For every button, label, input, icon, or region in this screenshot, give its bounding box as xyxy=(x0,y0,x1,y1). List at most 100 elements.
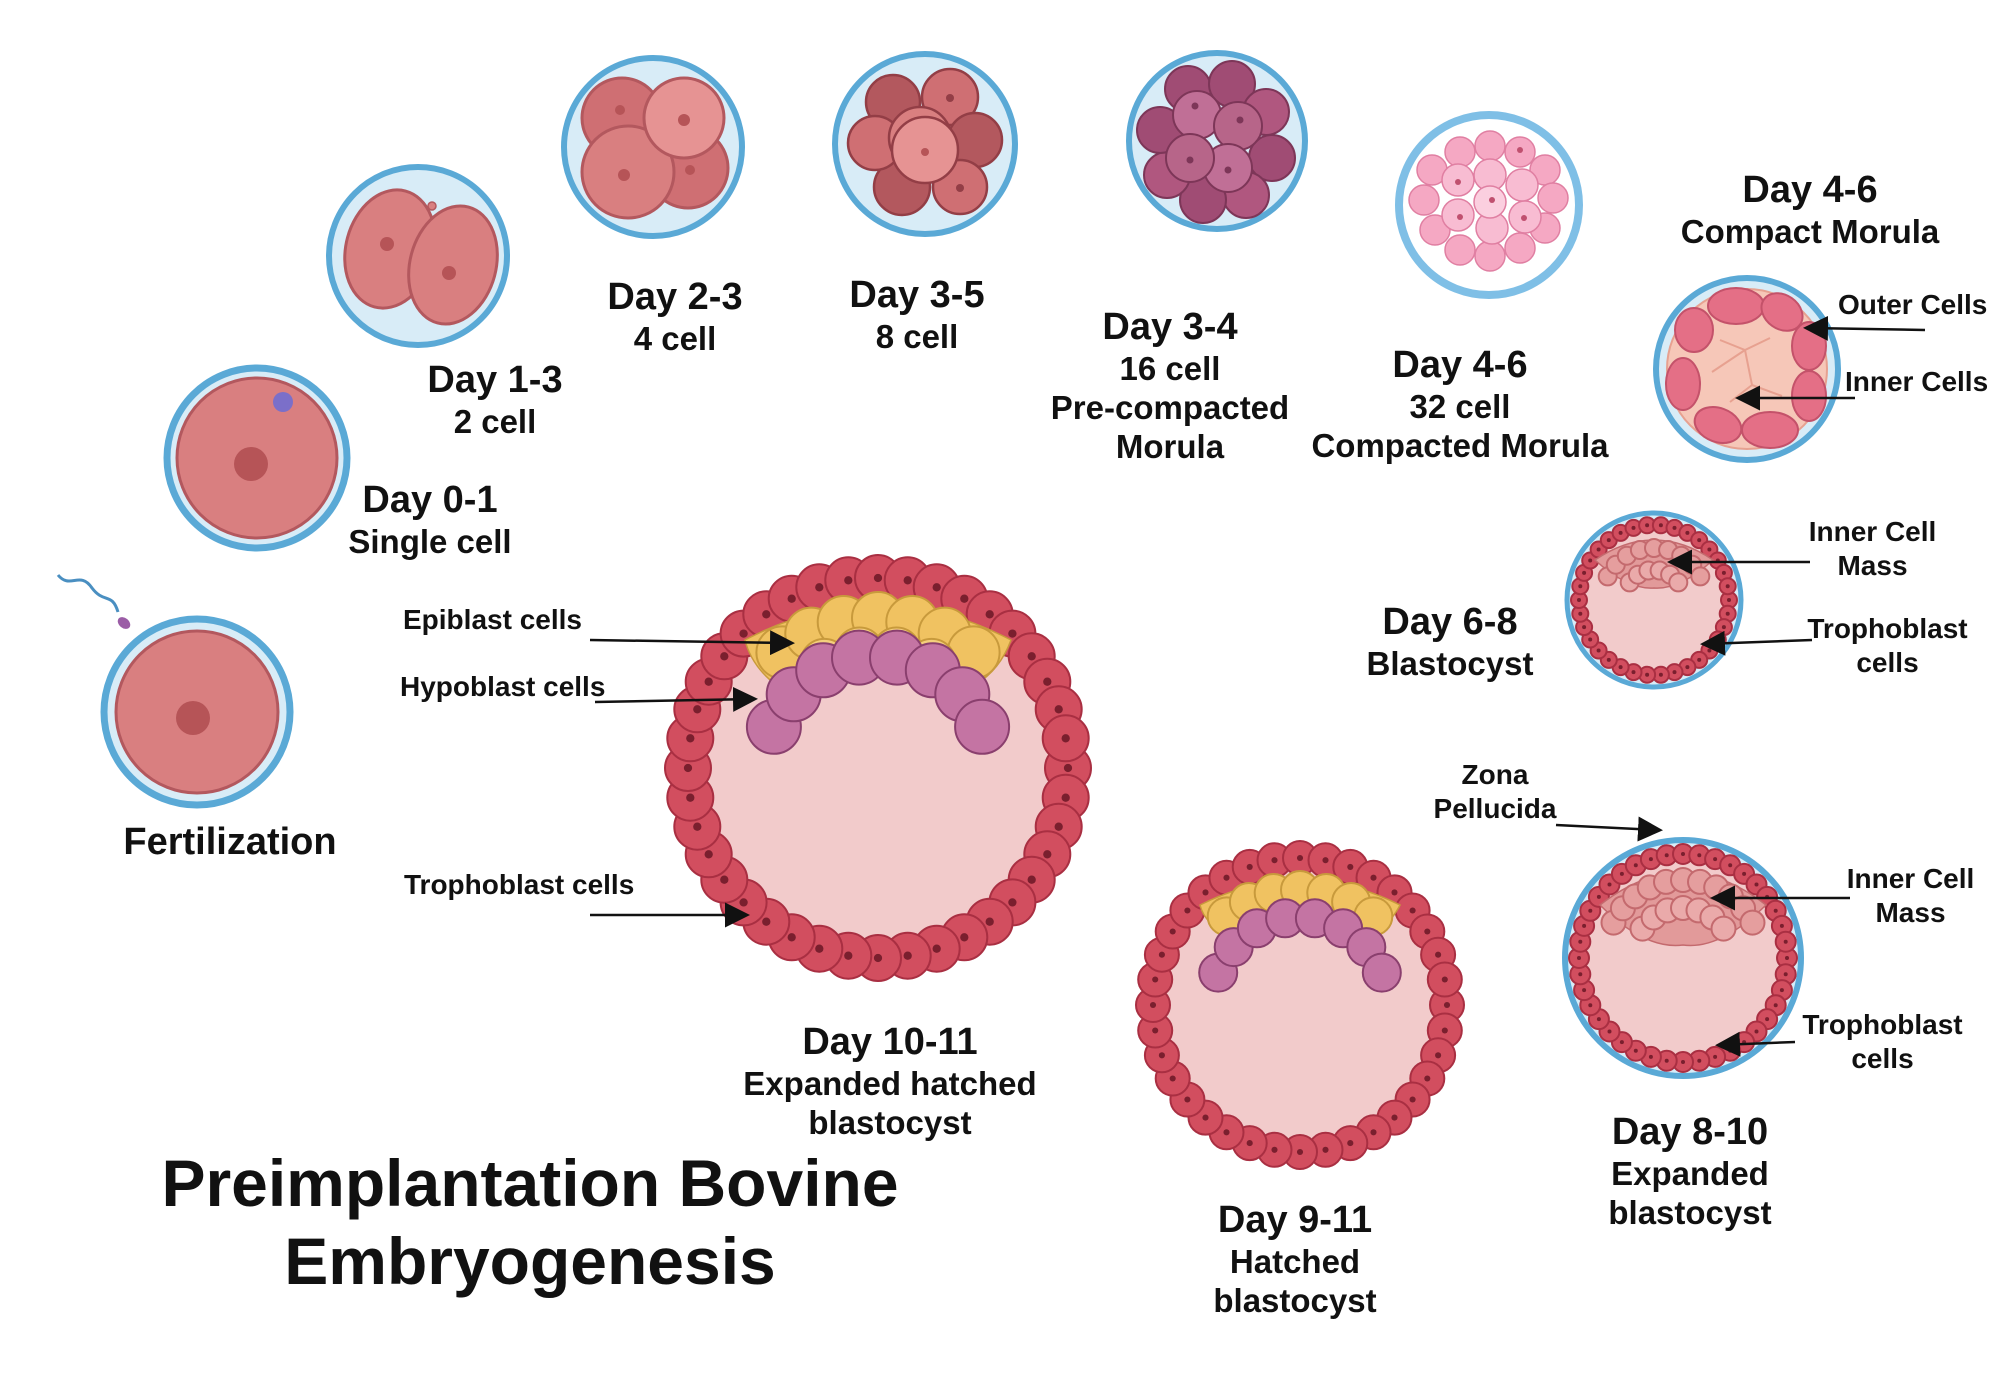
single-cell-title: Day 0-1 xyxy=(362,479,498,521)
trophoblast-cell-nucleus xyxy=(1008,898,1017,907)
two-cell-embryo xyxy=(326,164,510,348)
icm-blastocyst-line2: Mass xyxy=(1837,550,1908,582)
inner-cell-mass-cell xyxy=(1739,909,1766,936)
trophoblast-cell-nucleus xyxy=(1582,570,1587,575)
trophoblast-cell-nucleus xyxy=(1596,1017,1601,1022)
trophoblast-cell-nucleus xyxy=(873,573,883,583)
trophoblast-cell-nucleus xyxy=(1648,1054,1653,1059)
trophoblast-cell-nucleus xyxy=(1577,956,1581,960)
epiblast-arrow xyxy=(589,630,795,656)
four-cell-label: Day 2-3 4 cell xyxy=(580,275,770,359)
trophoblast-cell-nucleus xyxy=(1322,1146,1329,1153)
trophoblast-cell-nucleus xyxy=(787,594,796,603)
zona-pellucida-annotation: Zona Pellucida xyxy=(1420,758,1570,826)
hypoblast-arrow xyxy=(594,686,758,712)
trophoblast-cell-nucleus xyxy=(815,944,824,953)
trophoblast-cell-nucleus xyxy=(1631,670,1636,675)
trophoblast-cell-nucleus xyxy=(739,898,748,907)
trophoblast-cell-nucleus xyxy=(1754,882,1759,887)
trophoblast-cell-nucleus xyxy=(1296,1148,1304,1156)
trophoblast-cell-nucleus xyxy=(693,822,702,831)
trophoblast-cell-nucleus xyxy=(1697,853,1702,858)
trophoblast-cell-nucleus xyxy=(1779,988,1784,993)
blastocyst-title: Day 6-8 xyxy=(1382,601,1518,643)
trophoblast-cell-nucleus xyxy=(1685,665,1690,670)
trophoblast-cell-nucleus xyxy=(1582,923,1587,928)
trophoblast-cell-nucleus xyxy=(693,705,702,714)
trophoblast-cell-nucleus xyxy=(739,629,748,638)
trophoblast-cell-nucleus xyxy=(1672,525,1677,530)
outer-cells-annotation: Outer Cells xyxy=(1838,289,1988,320)
trophoblast-cell-nucleus xyxy=(1596,648,1601,653)
trophoblast-cell-nucleus xyxy=(1435,951,1442,958)
trophoblast-cell-nucleus xyxy=(1618,665,1623,670)
two-cell-subtitle: 2 cell xyxy=(453,402,537,440)
trophoblast-cell-nucleus xyxy=(1697,538,1702,543)
trophoblast-cell-nucleus xyxy=(787,933,796,942)
trophoblast-cell-nucleus xyxy=(1725,611,1730,616)
trophoblast-cell-nucleus xyxy=(1779,923,1784,928)
trophoblast-cell-nucleus xyxy=(1409,907,1416,914)
trophoblast-cell-nucleus xyxy=(1773,908,1778,913)
trophoblast-cell-nucleus xyxy=(1184,1096,1191,1103)
expanded-hatched-subtitle-2: blastocyst xyxy=(808,1103,972,1141)
expanded-hatched-title: Day 10-11 xyxy=(802,1021,978,1063)
trophoblast-cell-nucleus xyxy=(1607,882,1612,887)
blastocyst-subtitle: Blastocyst xyxy=(1366,644,1534,682)
trophoblast-cell-nucleus xyxy=(1043,677,1052,686)
hatched-blastocyst-title: Day 9-11 xyxy=(1217,1199,1373,1241)
hatched-blastocyst-subtitle-2: blastocyst xyxy=(1213,1281,1377,1319)
trophoblast-cell-nucleus xyxy=(1441,976,1448,983)
inner-cell-mass-cell xyxy=(1710,915,1737,942)
trophoblast-cell-nucleus xyxy=(1713,857,1718,862)
trophoblast-cell-nucleus xyxy=(1063,763,1073,773)
thirtytwo-cell-label: Day 4-6 32 cell Compacted Morula xyxy=(1310,343,1610,466)
zona-pellucida-arrow xyxy=(1555,816,1663,842)
page-title-line2: Embryogenesis xyxy=(284,1223,776,1298)
trophoblast-cell-nucleus xyxy=(1347,863,1354,870)
trophoblast-cell-nucleus xyxy=(873,953,883,963)
trophoblast-cell-nucleus xyxy=(1672,670,1677,675)
trophoblast-cell-nucleus xyxy=(1322,857,1329,864)
trophoblast-cell-nucleus xyxy=(1619,871,1624,876)
trophoblast-cell-nucleus xyxy=(960,594,969,603)
hatched-blastocyst-embryo xyxy=(1135,840,1465,1170)
page-title: Preimplantation Bovine Embryogenesis xyxy=(130,1145,930,1301)
trophoblast-cell-nucleus xyxy=(1606,538,1611,543)
trophoblast-cell-nucleus xyxy=(1271,1146,1278,1153)
compact-morula-subtitle: Compact Morula xyxy=(1680,212,1940,250)
hatched-blastocyst-subtitle: Hatched xyxy=(1229,1242,1361,1280)
trophoblast-cell-nucleus xyxy=(1707,648,1712,653)
single-cell-label: Day 0-1 Single cell xyxy=(330,478,530,562)
two-cell-label: Day 1-3 2 cell xyxy=(400,358,590,442)
eight-cell-title: Day 3-5 xyxy=(849,274,985,316)
icm-blastocyst-line1: Inner Cell xyxy=(1808,516,1937,547)
trophoblast-cell-nucleus xyxy=(1721,625,1726,630)
zona-pellucida-line1: Zona xyxy=(1461,759,1529,790)
trophoblast-cell-nucleus xyxy=(1578,584,1583,589)
trophoblast-cell-nucleus xyxy=(1645,672,1650,677)
sixteen-cell-label: Day 3-4 16 cell Pre-compacted Morula xyxy=(1040,305,1300,467)
inner-cell-mass-cell xyxy=(1668,572,1689,593)
trophoblast-expanded-line2: cells xyxy=(1851,1043,1914,1075)
thirtytwo-cell-subtitle-2: Compacted Morula xyxy=(1311,426,1609,464)
trophoblast-cell-nucleus xyxy=(1347,1140,1354,1147)
trophoblast-cell-nucleus xyxy=(1596,894,1601,899)
trophoblast-blastocyst-line1: Trophoblast xyxy=(1807,613,1968,644)
trophoblast-cell-nucleus xyxy=(683,763,693,773)
trophoblast-cell-nucleus xyxy=(1577,598,1581,602)
trophoblast-cell-nucleus xyxy=(1707,547,1712,552)
compact-morula-title: Day 4-6 xyxy=(1742,169,1878,211)
trophoblast-blastocyst-line2: cells xyxy=(1856,647,1919,679)
trophoblast-cell-nucleus xyxy=(1158,951,1165,958)
trophoblast-cell-nucleus xyxy=(686,793,695,802)
trophoblast-cell-nucleus xyxy=(1728,1048,1733,1053)
trophoblast-cell-nucleus xyxy=(903,951,912,960)
expanded-hatched-label: Day 10-11 Expanded hatched blastocyst xyxy=(740,1020,1040,1143)
single-cell-embryo xyxy=(163,364,351,552)
inner-cell-mass-cell xyxy=(1690,566,1711,587)
trophoblast-cell-nucleus xyxy=(1588,908,1593,913)
trophoblast-cell-nucleus xyxy=(1681,852,1685,856)
four-cell-subtitle: 4 cell xyxy=(633,319,717,357)
trophoblast-cell-nucleus xyxy=(1441,1027,1448,1034)
